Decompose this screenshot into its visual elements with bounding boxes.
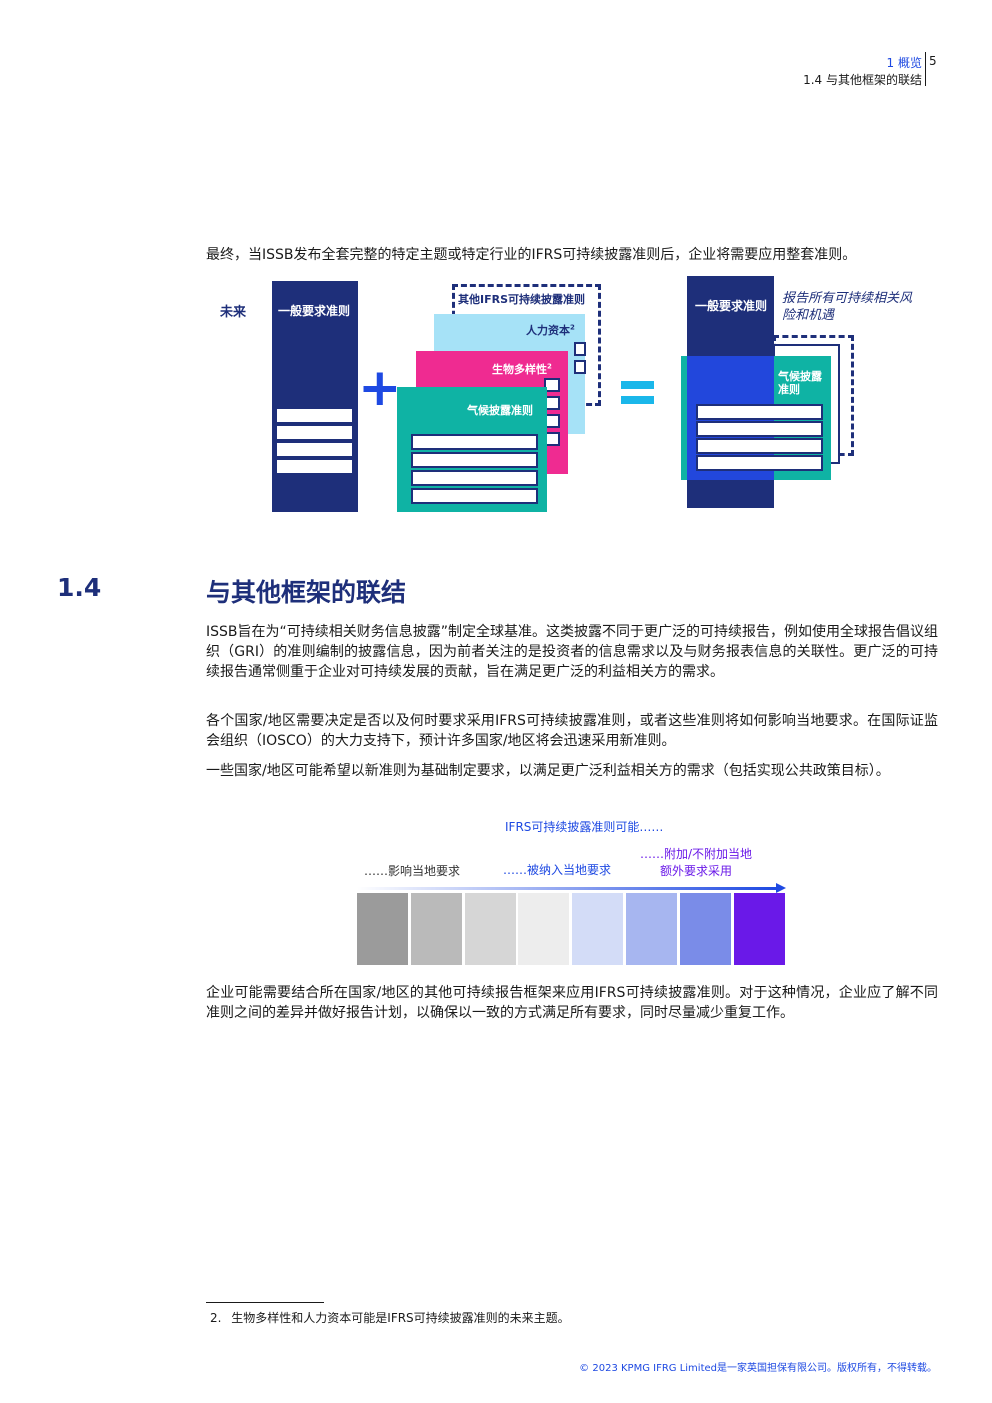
footnote-rule bbox=[206, 1302, 324, 1303]
list-row bbox=[411, 434, 538, 450]
scale-arrow-head bbox=[776, 883, 786, 893]
list-row bbox=[411, 470, 538, 486]
scale-swatch bbox=[734, 893, 785, 965]
list-row bbox=[574, 342, 586, 356]
list-row bbox=[696, 438, 823, 454]
page-number: 5 bbox=[929, 54, 937, 68]
intro-text: 最终，当ISSB发布全套完整的特定主题或特定行业的IFRS可持续披露准则后，企业… bbox=[206, 247, 857, 263]
scale-swatch bbox=[680, 893, 731, 965]
copyright-footer: © 2023 KPMG IFRG Limited是一家英国担保有限公司。版权所有… bbox=[579, 1363, 937, 1374]
list-row bbox=[411, 452, 538, 468]
list-row bbox=[696, 421, 823, 437]
footnote-number: 2. bbox=[210, 1311, 222, 1325]
result-caption: 报告所有可持续相关风险和机遇 bbox=[782, 291, 913, 323]
chapter-breadcrumb[interactable]: 1 概览 bbox=[886, 56, 922, 70]
scale-title: IFRS可持续披露准则可能…… bbox=[505, 820, 664, 834]
list-row bbox=[696, 404, 823, 420]
scale-label-influence: ……影响当地要求 bbox=[364, 864, 461, 878]
other-standards-label: 其他IFRS可持续披露准则 bbox=[458, 293, 585, 306]
equals-bar bbox=[621, 381, 654, 389]
climate-card: 气候披露准则 bbox=[397, 387, 547, 512]
human-capital-label: 人力资本2 bbox=[526, 323, 575, 337]
equals-sign bbox=[621, 379, 654, 406]
paragraph-jurisdictions: 各个国家/地区需要决定是否以及何时要求采用IFRS可持续披露准则，或者这些准则将… bbox=[206, 713, 938, 749]
paragraph-issb-baseline: ISSB旨在为“可持续相关财务信息披露”制定全球基准。这类披露不同于更广泛的可持… bbox=[206, 624, 939, 680]
scale-label-incorporate: ……被纳入当地要求 bbox=[503, 863, 612, 877]
equals-bar bbox=[621, 396, 654, 404]
list-row bbox=[277, 426, 352, 439]
footnote-ref: 2 bbox=[570, 323, 575, 332]
scale-swatch bbox=[465, 893, 516, 965]
list-row bbox=[277, 409, 352, 422]
section-title: 与其他框架的联结 bbox=[206, 578, 407, 607]
list-row bbox=[544, 378, 560, 392]
list-row bbox=[696, 455, 823, 471]
footnote: 2. 生物多样性和人力资本可能是IFRS可持续披露准则的未来主题。 bbox=[210, 1309, 570, 1326]
adoption-scale-figure: IFRS可持续披露准则可能…… ……影响当地要求 ……被纳入当地要求 ……附加/… bbox=[357, 820, 786, 965]
scale-swatch bbox=[626, 893, 677, 965]
section-number: 1.4 bbox=[57, 573, 102, 602]
paragraph-broader-needs: 一些国家/地区可能希望以新准则为基础制定要求，以满足更广泛利益相关方的需求（包括… bbox=[206, 763, 890, 779]
result-general-label: 一般要求准则 bbox=[695, 299, 768, 313]
scale-swatch bbox=[572, 893, 623, 965]
list-row bbox=[277, 443, 352, 456]
standards-diagram: 未来 一般要求准则 + 其他IFRS可持续披露准则 人力资本2 生物多样性2 气… bbox=[0, 0, 992, 540]
scale-label-adopt-line1: ……附加/不附加当地 bbox=[639, 847, 753, 861]
footnote-text: 生物多样性和人力资本可能是IFRS可持续披露准则的未来主题。 bbox=[231, 1311, 570, 1325]
list-row bbox=[411, 488, 538, 504]
scale-swatch bbox=[357, 893, 408, 965]
footnote-ref: 2 bbox=[547, 362, 552, 371]
result-climate-label: 气候披露准则 bbox=[778, 370, 822, 396]
header-divider bbox=[925, 52, 926, 86]
list-row bbox=[277, 460, 352, 473]
general-requirements-block: 一般要求准则 bbox=[272, 281, 358, 512]
scale-label-adopt-line2: 额外要求采用 bbox=[659, 864, 732, 878]
general-requirements-label: 一般要求准则 bbox=[278, 304, 351, 318]
scale-label-adopt: ……附加/不附加当地 额外要求采用 bbox=[630, 845, 762, 879]
future-label: 未来 bbox=[220, 305, 247, 320]
list-row bbox=[574, 360, 586, 374]
plus-sign: + bbox=[358, 358, 402, 418]
scale-arrow bbox=[357, 887, 777, 890]
section-breadcrumb: 1.4 与其他框架的联结 bbox=[803, 73, 922, 87]
scale-swatch bbox=[411, 893, 462, 965]
paragraph-other-frameworks: 企业可能需要结合所在国家/地区的其他可持续报告框架来应用IFRS可持续披露准则。… bbox=[206, 985, 938, 1021]
scale-swatch bbox=[518, 893, 569, 965]
climate-label: 气候披露准则 bbox=[467, 404, 533, 417]
biodiversity-label: 生物多样性2 bbox=[492, 362, 552, 376]
